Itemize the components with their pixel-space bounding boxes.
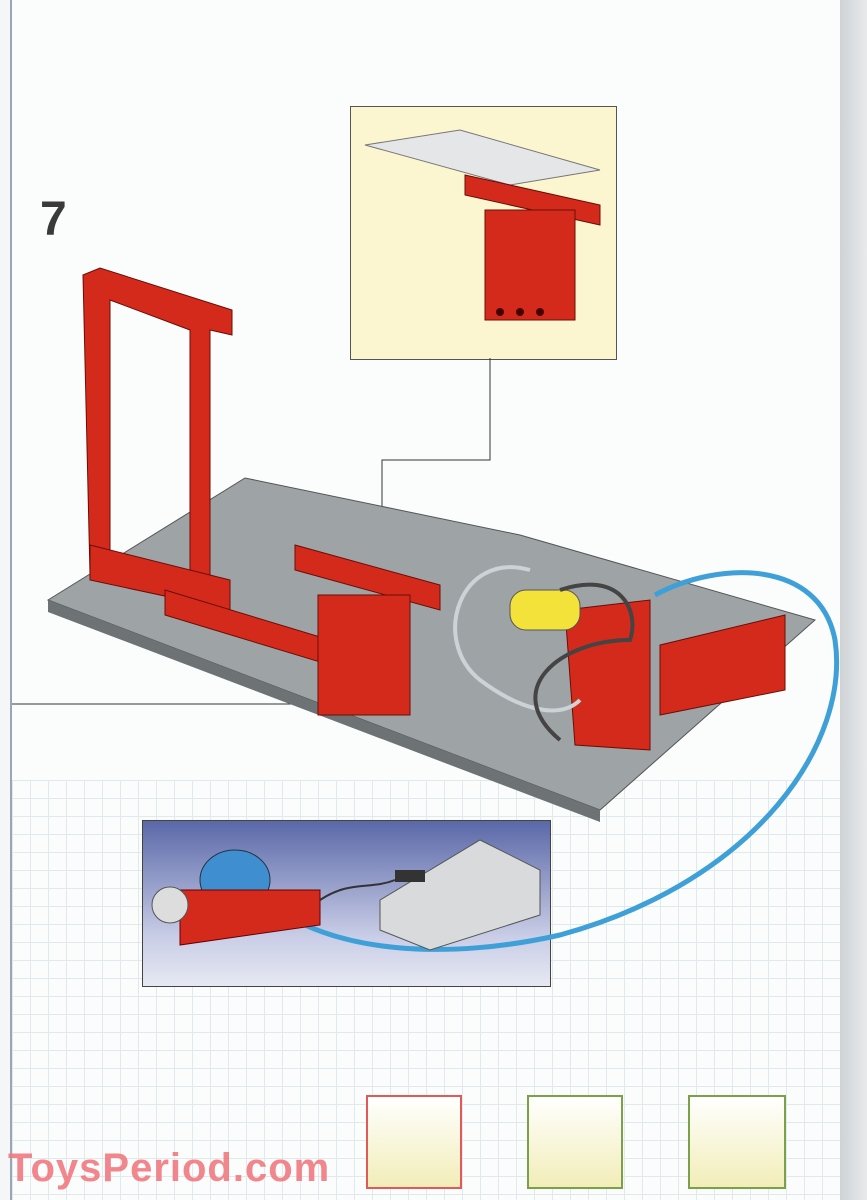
gray-hose	[453, 565, 582, 713]
page-edge	[840, 0, 867, 1200]
motor-battery-illustration	[151, 839, 541, 951]
stop-hand-icon	[366, 1095, 462, 1189]
watermark: ToysPeriod.com	[8, 1146, 331, 1190]
step-number: 7	[40, 193, 67, 246]
black-hose	[533, 582, 635, 742]
blue-hose	[263, 570, 839, 952]
pneumatic-cylinder	[509, 589, 581, 631]
discuss-icon	[688, 1095, 786, 1189]
subassembly-illustration	[364, 129, 601, 321]
build-check-icon	[527, 1095, 623, 1189]
